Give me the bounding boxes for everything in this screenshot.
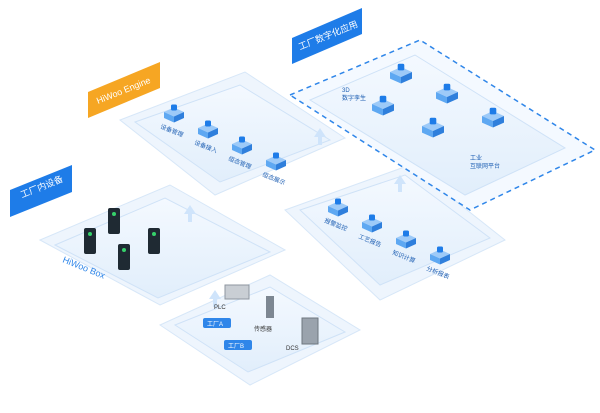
engine-module-3-icon [266, 152, 286, 171]
process-module-3-icon [430, 246, 450, 265]
engine-module-3-label: 组态展示 [261, 170, 286, 186]
box-devices [84, 208, 160, 270]
dcs-label: DCS [286, 346, 299, 352]
plc-label: PLC [214, 305, 226, 311]
twin-label-0: 3D [342, 88, 350, 94]
digital-app-3-icon [422, 117, 444, 138]
gateway-device-icon [118, 244, 130, 270]
arrow-up-icon [184, 205, 196, 222]
engine-module-1-icon [198, 120, 218, 139]
digital-app-2-icon [372, 95, 394, 116]
sensor-device-icon [266, 296, 274, 318]
engine-module-2-icon [232, 136, 252, 155]
twin-label-1: 数字孪生 [342, 94, 366, 102]
factory-b-label: 工厂B [228, 343, 244, 350]
factory-a-label: 工厂A [207, 321, 223, 328]
digital-app-1-icon [436, 83, 458, 104]
gateway-device-icon [84, 228, 96, 254]
process-module-2-icon [396, 230, 416, 249]
factory-a-chip [203, 318, 231, 328]
engine-inner [133, 84, 332, 183]
field-inner [173, 286, 347, 373]
arrow-up-icon [209, 290, 221, 307]
flow-arrows [184, 128, 406, 307]
banner-factory-devices: 工厂内设备 [10, 165, 72, 217]
process-module-1-icon [362, 214, 382, 233]
digital-app-0-icon [390, 63, 412, 84]
digital-app-4-icon [482, 107, 504, 128]
arrow-up-icon [314, 128, 326, 145]
platform-label-1: 互联网平台 [470, 162, 500, 170]
process-module-0-icon [328, 198, 348, 217]
dcs-cabinet-icon [301, 317, 319, 345]
field-devices [203, 284, 319, 350]
gateway-device-icon [148, 228, 160, 254]
engine-module-0-icon [164, 104, 184, 123]
arrow-up-icon [394, 175, 406, 192]
platform-label-0: 工业 [470, 154, 482, 162]
sensor-label: 传感器 [254, 325, 272, 333]
gateway-device-icon [108, 208, 120, 234]
plc-device-icon [224, 284, 250, 300]
factory-b-chip [224, 340, 252, 350]
banner-digital-apps: 工厂数字化应用 [292, 8, 362, 64]
